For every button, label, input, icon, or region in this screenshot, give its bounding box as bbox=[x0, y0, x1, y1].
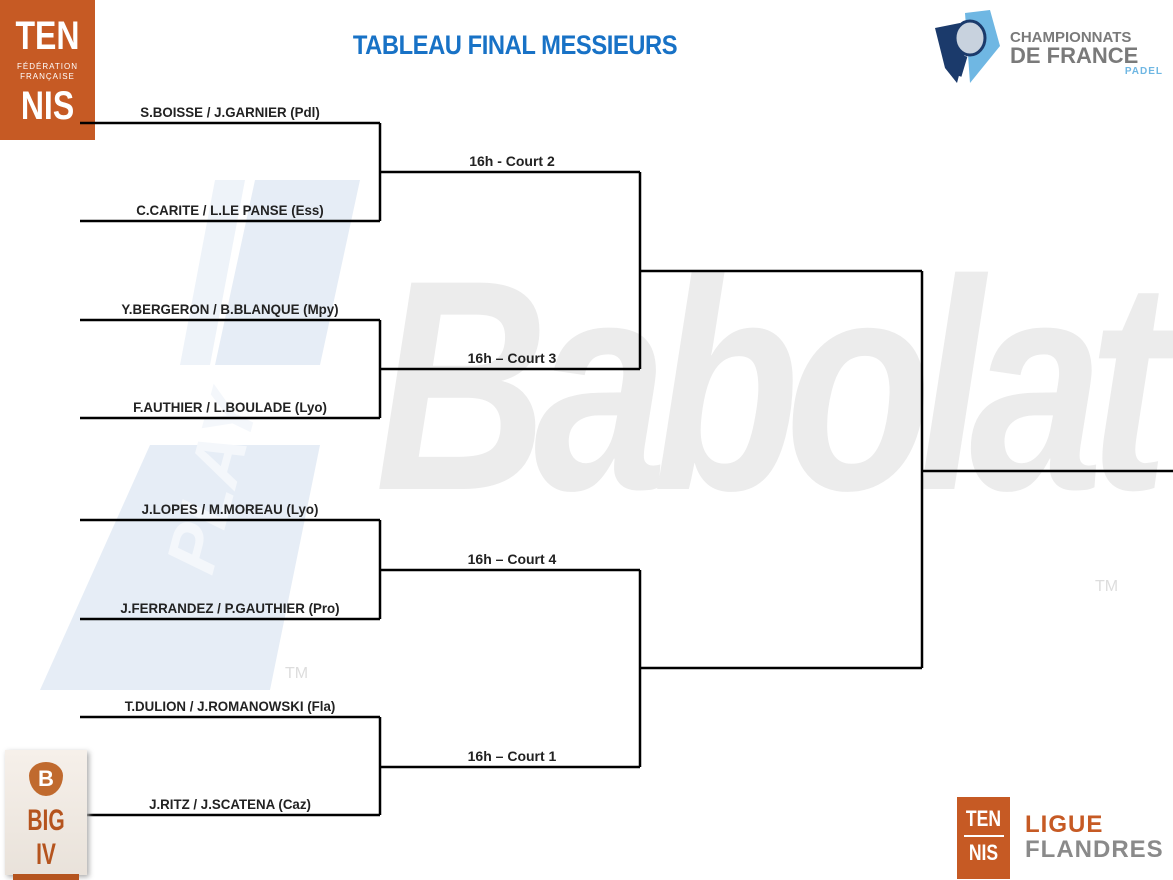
player-pair: J.RITZ / J.SCATENA (Caz) bbox=[149, 796, 311, 812]
tm-mark-play: TM bbox=[285, 665, 309, 682]
big-iv-text: BIG IV bbox=[27, 804, 65, 871]
padel-championnats: CHAMPIONNATS bbox=[1010, 29, 1132, 46]
big-iv-badge: B bbox=[29, 762, 63, 796]
padel-racket-icon bbox=[935, 10, 1000, 83]
match-schedule: 16h - Court 2 bbox=[469, 153, 555, 169]
semifinal-lines bbox=[640, 269, 924, 670]
round2-lines bbox=[380, 170, 642, 769]
tm-mark: TM bbox=[1095, 578, 1119, 595]
player-pair: F.AUTHIER / L.BOULADE (Lyo) bbox=[133, 399, 327, 415]
babolat-watermark: Babolat bbox=[375, 217, 1169, 553]
player-pair: T.DULION / J.ROMANOWSKI (Fla) bbox=[124, 698, 336, 714]
ligue-flandres-text: LIGUE FLANDRES bbox=[1025, 812, 1164, 862]
player-pair: C.CARITE / L.LE PANSE (Ess) bbox=[136, 202, 324, 218]
player-pair: J.FERRANDEZ / P.GAUTHIER (Pro) bbox=[120, 600, 340, 616]
match-schedule: 16h – Court 3 bbox=[467, 350, 557, 366]
match-schedule: 16h – Court 1 bbox=[467, 748, 557, 764]
ligue-box-ten: TEN bbox=[965, 806, 1002, 831]
padel-logo-text: CHAMPIONNATS DE FRANCE PADEL bbox=[1010, 30, 1163, 77]
page-title: TABLEAU FINAL MESSIEURS bbox=[352, 30, 678, 60]
flandres-label: FLANDRES bbox=[1025, 836, 1164, 863]
fft-logo-francaise: FRANÇAISE bbox=[20, 72, 75, 81]
big-iv-logo: B BIG IV bbox=[5, 750, 87, 880]
player-pair: J.LOPES / M.MOREAU (Lyo) bbox=[141, 501, 319, 517]
padel-de-france: DE FRANCE bbox=[1010, 43, 1139, 68]
ligue-label: LIGUE bbox=[1025, 811, 1104, 838]
ligue-box-nis: NIS bbox=[968, 840, 999, 865]
padel-padel: PADEL bbox=[1124, 66, 1163, 77]
fft-logo-federation: FÉDÉRATION bbox=[17, 62, 78, 71]
player-pair: S.BOISSE / J.GARNIER (Pdl) bbox=[140, 104, 320, 120]
fft-logo: TEN FÉDÉRATION FRANÇAISE NIS bbox=[0, 0, 95, 140]
ligue-tennis-logo: TEN NIS bbox=[957, 797, 1010, 879]
player-pair: Y.BERGERON / B.BLANQUE (Mpy) bbox=[121, 301, 339, 317]
fft-logo-nis: NIS bbox=[20, 84, 75, 128]
fft-logo-ten: TEN bbox=[15, 14, 80, 58]
match-schedule: 16h – Court 4 bbox=[467, 551, 557, 567]
